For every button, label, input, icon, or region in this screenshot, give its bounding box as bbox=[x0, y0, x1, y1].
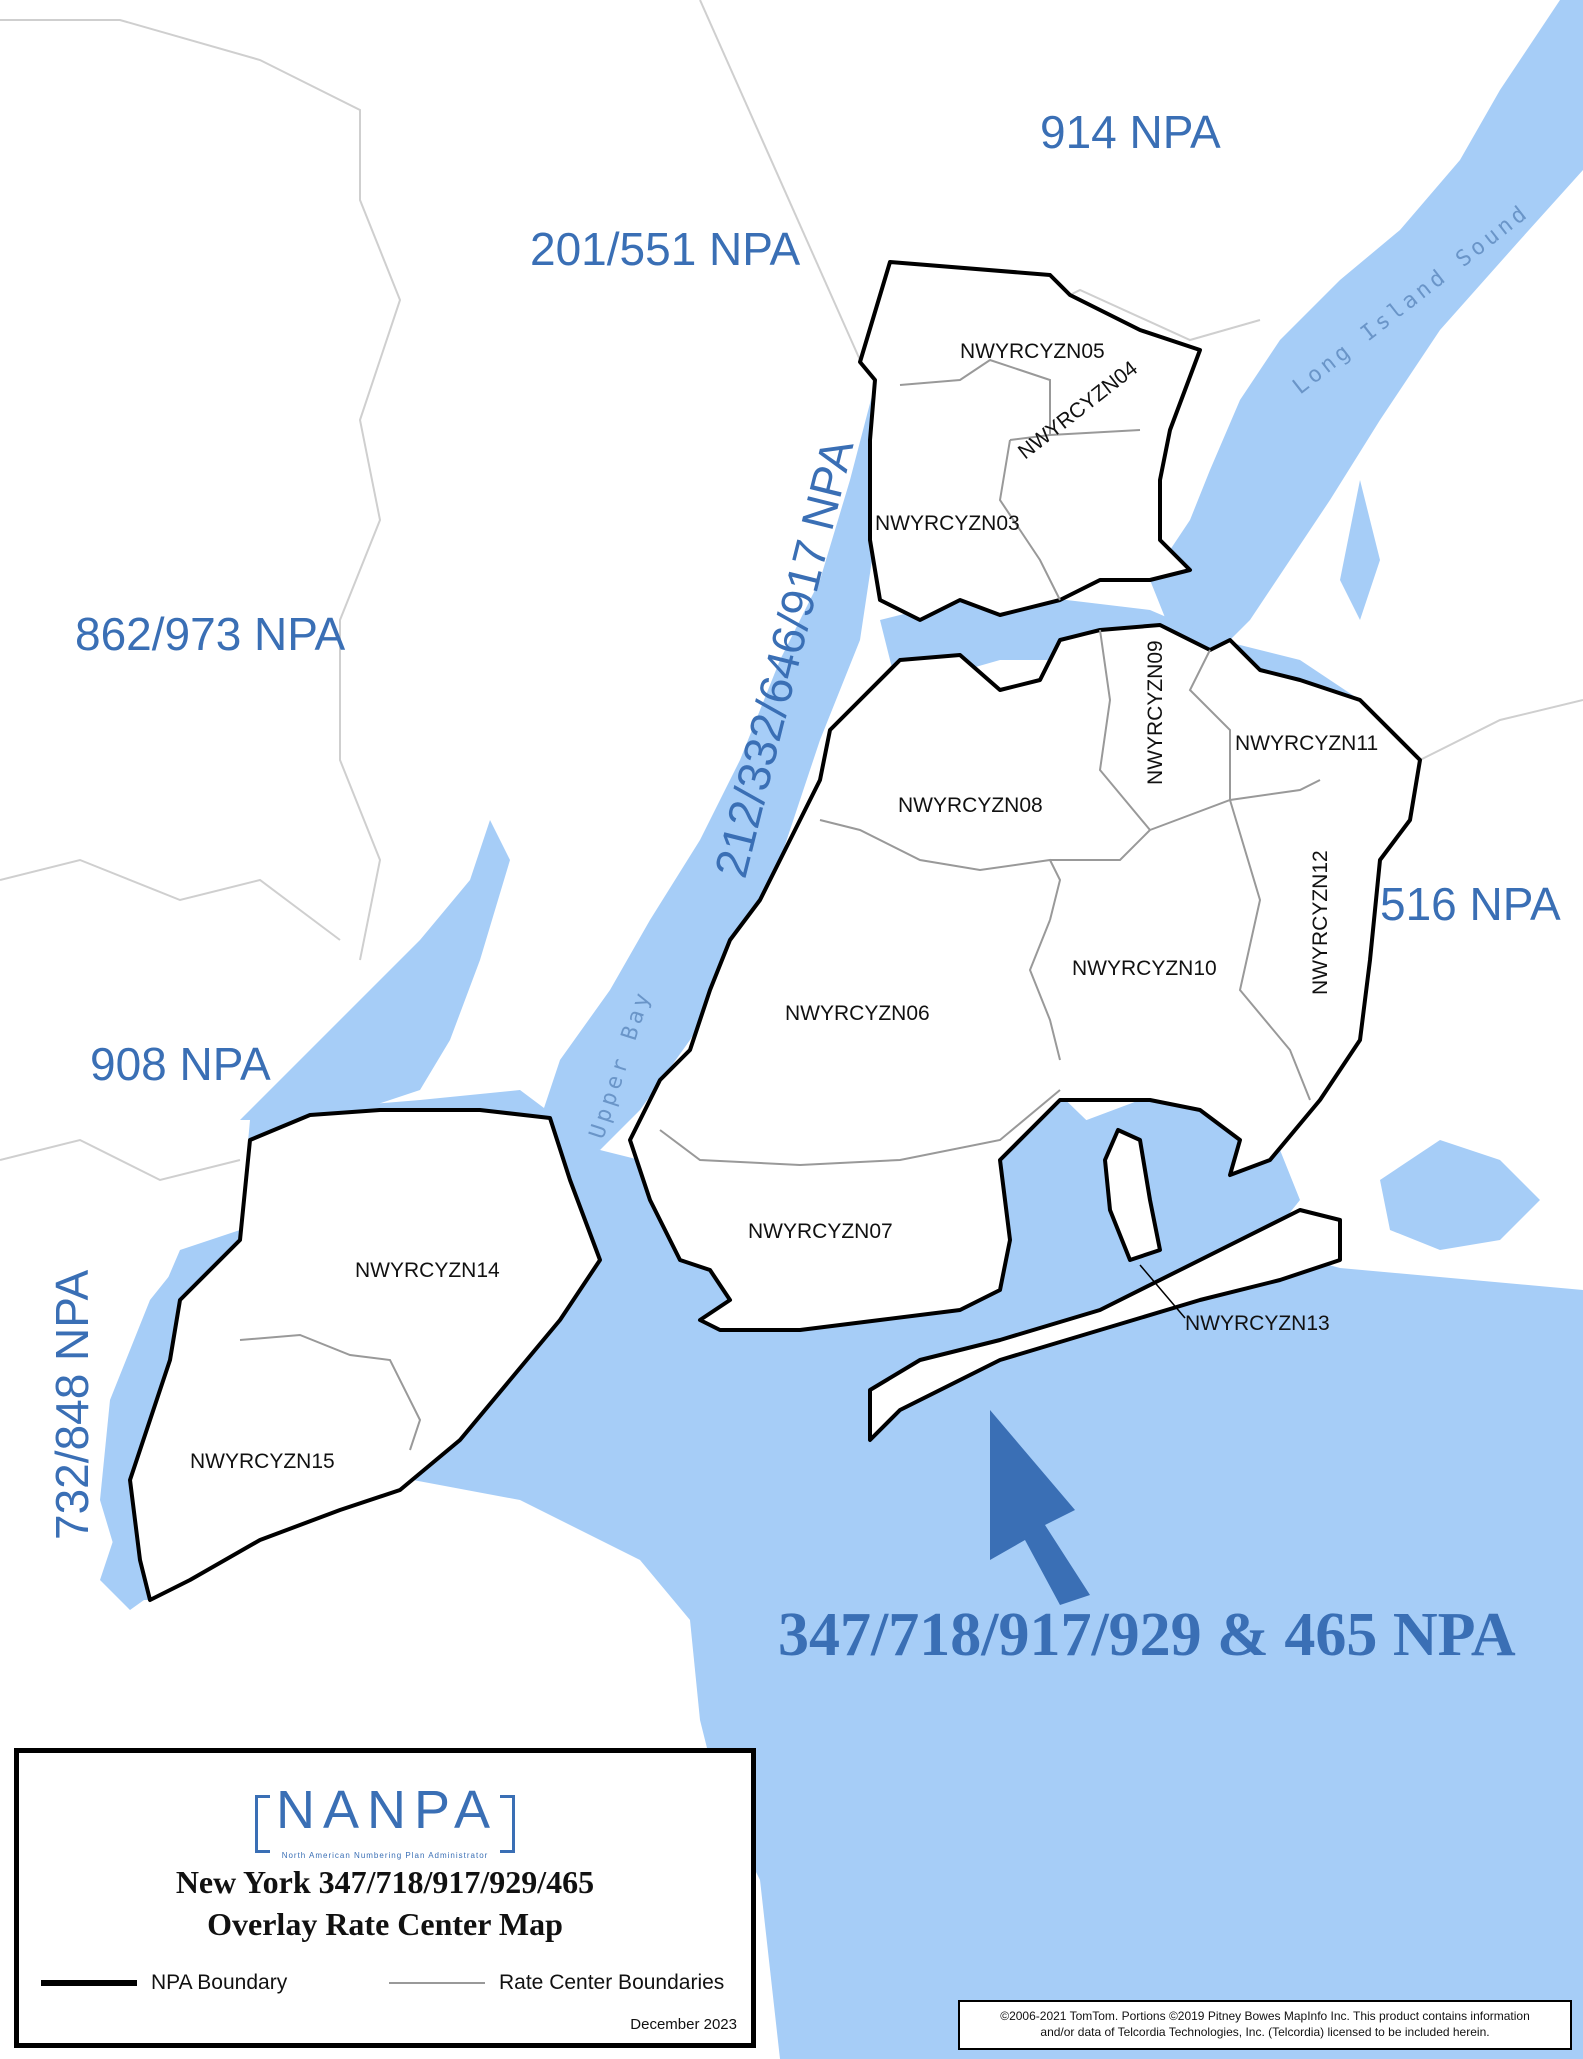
npa-boundary-label: NPA Boundary bbox=[151, 1971, 288, 1994]
rc-label-06: NWYRCYZN06 bbox=[785, 1002, 930, 1025]
rc-boundary-09-12 bbox=[1149, 779, 1321, 831]
rc-boundary-10-12 bbox=[1229, 799, 1311, 1101]
rc-boundary-06-07 bbox=[659, 1089, 1061, 1167]
ny-state-line bbox=[699, 0, 861, 361]
copyright-notice: ©2006-2021 TomTom. Portions ©2019 Pitney… bbox=[958, 2000, 1572, 2050]
hempstead-harbor bbox=[1380, 1140, 1540, 1250]
legend-title-line1: New York 347/718/917/929/465 bbox=[175, 1864, 595, 1900]
rate-center-boundaries bbox=[239, 358, 1321, 1451]
bronx-landmass bbox=[858, 260, 1202, 622]
rc-boundary-14-15 bbox=[239, 1333, 422, 1451]
rc-label-10: NWYRCYZN10 bbox=[1072, 957, 1217, 980]
rc-boundary-06-10 bbox=[1028, 919, 1061, 1061]
rc-label-07: NWYRCYZN07 bbox=[748, 1220, 893, 1243]
newark-bay bbox=[240, 820, 510, 1120]
rc-boundary-08-09 bbox=[1098, 629, 1151, 831]
rate-center-boundary-swatch bbox=[389, 1982, 485, 1985]
rc-boundary-03-04 bbox=[998, 439, 1061, 601]
arthur-kill bbox=[100, 1250, 190, 1600]
copyright-line1: ©2006-2021 TomTom. Portions ©2019 Pitney… bbox=[1000, 2009, 1530, 2023]
map-legend: NANPA North American Numbering Plan Admi… bbox=[14, 1748, 756, 2048]
rc-boundary-06-08 bbox=[819, 819, 1062, 921]
copyright-line2: and/or data of Telcordia Technologies, I… bbox=[1040, 2025, 1490, 2039]
legend-title-line2: Overlay Rate Center Map bbox=[207, 1906, 563, 1942]
nj-boundary-line bbox=[0, 858, 341, 941]
npa-label-732-848: 732/848 NPA bbox=[46, 1269, 98, 1540]
logo-bracket-left bbox=[254, 1794, 270, 1853]
staten-island-landmass bbox=[128, 1108, 602, 1602]
nanpa-logo: NANPA North American Numbering Plan Admi… bbox=[19, 1779, 751, 1860]
li-line bbox=[1419, 699, 1583, 761]
rc-label-03: NWYRCYZN03 bbox=[875, 512, 1020, 535]
legend-title: New York 347/718/917/929/465 Overlay Rat… bbox=[19, 1861, 751, 1945]
rc-boundary-08-10 bbox=[1050, 829, 1151, 861]
rc-13-leader-line bbox=[1139, 1264, 1186, 1319]
rc-label-14: NWYRCYZN14 bbox=[355, 1259, 500, 1282]
logo-text: NANPA bbox=[275, 1780, 499, 1840]
rc-label-05: NWYRCYZN05 bbox=[960, 340, 1105, 363]
logo-subtitle: North American Numbering Plan Administra… bbox=[281, 1850, 489, 1860]
npa-boundary-swatch bbox=[41, 1980, 137, 1987]
legend-rate-center-boundaries: Rate Center Boundaries bbox=[389, 1971, 724, 1995]
npa-label-862-973: 862/973 NPA bbox=[75, 608, 346, 660]
legend-date: December 2023 bbox=[630, 2016, 737, 2033]
legend-npa-boundary: NPA Boundary bbox=[41, 1971, 287, 1995]
manhasset-bay bbox=[1340, 480, 1380, 620]
npa-label-908: 908 NPA bbox=[90, 1038, 271, 1090]
arrow-pointer bbox=[990, 1410, 1090, 1605]
npa-label-main-overlay: 347/718/917/929 & 465 NPA bbox=[778, 1601, 1516, 1669]
nyc-land bbox=[128, 260, 1422, 1602]
rc-label-09: NWYRCYZN09 bbox=[1144, 640, 1167, 785]
npa-label-516: 516 NPA bbox=[1380, 878, 1561, 930]
npa-label-914: 914 NPA bbox=[1040, 106, 1221, 158]
rockaway-peninsula bbox=[868, 1208, 1342, 1442]
rc-label-15: NWYRCYZN15 bbox=[190, 1450, 335, 1473]
hudson-river bbox=[540, 365, 905, 1150]
broad-channel-island bbox=[1103, 1128, 1162, 1262]
arrow bbox=[990, 1410, 1090, 1605]
nj-boundary-line bbox=[0, 1138, 241, 1182]
npa-label-201-551: 201/551 NPA bbox=[530, 223, 801, 275]
rc-boundary-04-05 bbox=[1049, 429, 1141, 436]
long-island-sound bbox=[1150, 0, 1583, 650]
rate-center-boundaries-label: Rate Center Boundaries bbox=[499, 1971, 725, 1994]
rc-label-12: NWYRCYZN12 bbox=[1309, 850, 1332, 995]
rc-label-11: NWYRCYZN11 bbox=[1235, 732, 1378, 755]
rc-label-08: NWYRCYZN08 bbox=[898, 794, 1043, 817]
nj-boundary-line bbox=[0, 19, 402, 961]
rc-label-13: NWYRCYZN13 bbox=[1185, 1312, 1330, 1335]
logo-bracket-right bbox=[500, 1794, 516, 1853]
rc-boundary-09-11 bbox=[1188, 649, 1231, 800]
